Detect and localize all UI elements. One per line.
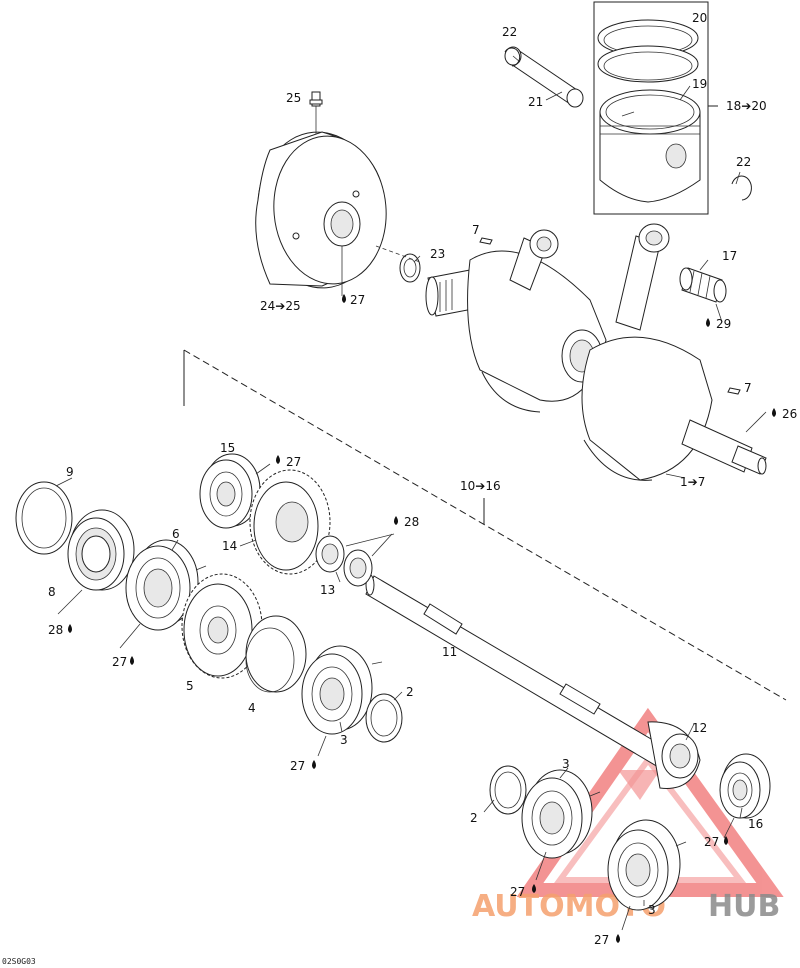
callout-23: 23 [430,247,445,261]
piston-pin-group [504,46,752,201]
callout-27-bearing15: 27 [286,455,301,469]
callout-13: 13 [320,583,335,597]
callout-20: 20 [692,11,707,25]
seal-23 [375,245,421,283]
callout-14: 14 [222,539,237,553]
callout-22-right: 22 [736,155,751,169]
callout-28-top: 28 [404,515,419,529]
callout-5: 5 [186,679,194,693]
crankshaft-group [425,223,767,481]
assembly-bracket-10-16 [183,349,787,701]
circlip-2-left [365,693,403,743]
bearing-3-mid [521,769,601,859]
callout-4: 4 [248,701,256,715]
callout-3-left: 3 [340,733,348,747]
shim-9 [15,481,73,555]
callout-27-bearing3-low: 27 [594,933,609,947]
callout-19: 19 [692,77,707,91]
bearing-13 [315,535,373,587]
flywheel-group [255,91,387,296]
callout-8: 8 [48,585,56,599]
callout-25: 25 [286,91,301,105]
watermark-text-right: HUB [708,889,780,924]
bearing-16 [719,753,771,819]
callout-12: 12 [692,721,707,735]
callout-22-top: 22 [502,25,517,39]
callout-21: 21 [528,95,543,109]
callout-27-bearing16: 27 [704,835,719,849]
callout-1-7: 1➔7 [680,475,705,489]
callout-15: 15 [220,441,235,455]
callout-6: 6 [172,527,180,541]
callout-27-bearing3-mid: 27 [510,885,525,899]
callout-26: 26 [782,407,797,421]
callout-28-left: 28 [48,623,63,637]
bearing-3-left [301,645,383,735]
bearing-6 [125,539,207,631]
callout-18-20: 18➔20 [726,99,767,113]
reference-code: 02S0G03 [2,957,36,966]
callout-10-16: 10➔16 [460,479,501,493]
washer-4 [245,615,307,693]
callout-7-top: 7 [472,223,480,237]
callout-16: 16 [748,817,763,831]
balancer-shaft-11 [365,574,681,775]
callout-27-flywheel: 27 [350,293,365,307]
callout-11: 11 [442,645,457,659]
gear-14 [249,469,331,575]
bearing-15 [199,453,261,529]
callout-2-left: 2 [406,685,414,699]
bearing-3-low [607,819,687,911]
seal-8 [67,509,135,591]
gear-5 [181,573,263,679]
leader-lines [55,55,767,931]
piston-kit-group [593,1,718,215]
callout-2-right: 2 [470,811,478,825]
oil-drop-markers [68,294,776,943]
callout-29: 29 [716,317,731,331]
callout-7-right: 7 [744,381,752,395]
callout-27-bearing6: 27 [112,655,127,669]
callout-24-25: 24➔25 [260,299,301,313]
callout-9: 9 [66,465,74,479]
callout-17: 17 [722,249,737,263]
callout-27-bearing3-left: 27 [290,759,305,773]
callout-3-low: 3 [648,903,656,917]
callout-labels: 22 20 19 18➔20 21 25 22 7 23 17 24➔25 27… [48,11,797,947]
callout-3-mid: 3 [562,757,570,771]
circlip-2-right [489,765,527,815]
